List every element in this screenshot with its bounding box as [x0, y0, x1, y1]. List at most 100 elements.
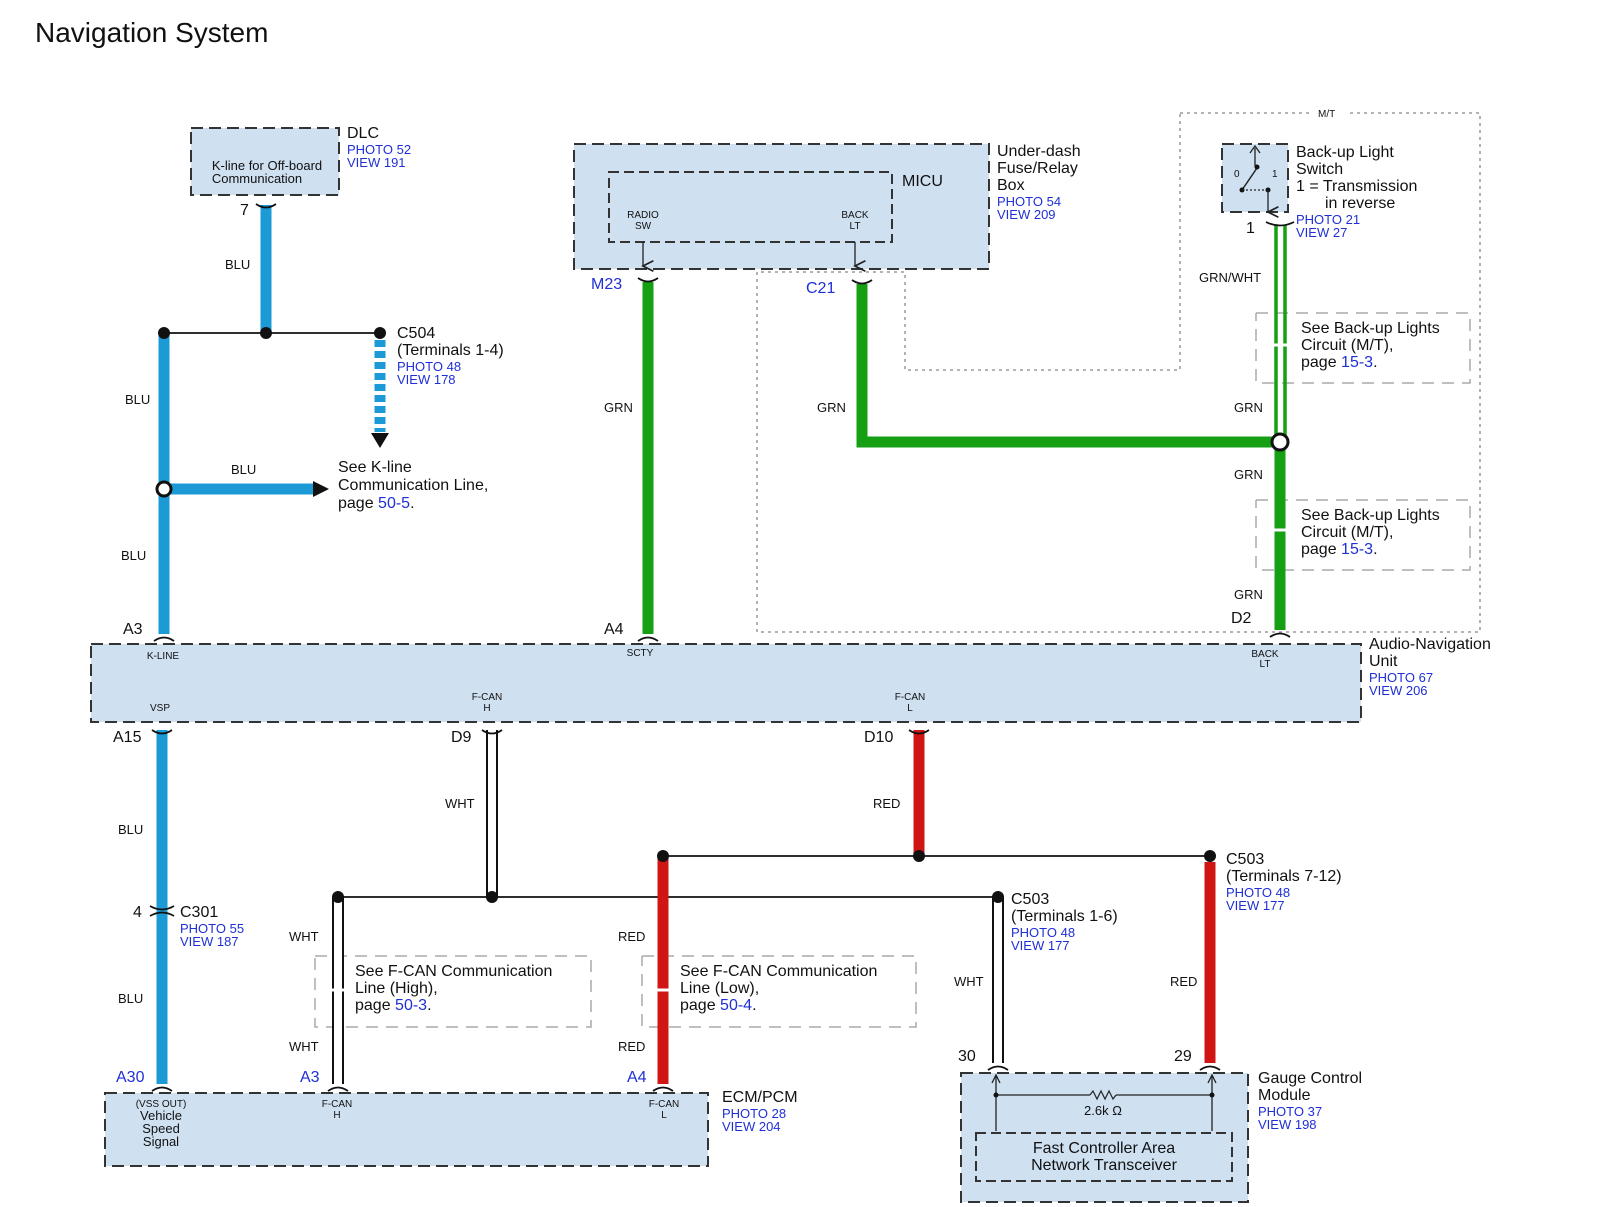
note-backup-2[interactable]: See Back-up Lights Circuit (M/T), page 1…	[1255, 499, 1471, 571]
ecm-photo-link[interactable]: PHOTO 28	[722, 1106, 786, 1121]
wire-grn-micu-back	[856, 284, 1280, 448]
note-fcanh-end: .	[427, 997, 431, 1014]
micu-radio-label-1: RADIO	[627, 210, 659, 221]
c301-connector[interactable]: C301 PHOTO 55 VIEW 187 4	[133, 904, 244, 949]
gauge-photo-link[interactable]: PHOTO 37	[1258, 1104, 1322, 1119]
anu-kline-terminal: K-LINE	[147, 651, 180, 662]
ecm-vss-2: Vehicle	[140, 1108, 182, 1123]
gauge-pin-29: 29	[1174, 1048, 1192, 1065]
splice-points	[155, 327, 1290, 903]
gauge-name-1: Gauge Control	[1258, 1070, 1362, 1087]
c301-view-link[interactable]: VIEW 187	[180, 934, 239, 949]
c503a-view-link[interactable]: VIEW 177	[1011, 938, 1070, 953]
switch-desc-2: in reverse	[1325, 195, 1395, 212]
anu-fcanl-terminal-1: F-CAN	[895, 692, 926, 703]
anu-backlt-terminal-2: LT	[1260, 659, 1271, 670]
c504-photo-link[interactable]: PHOTO 48	[397, 359, 461, 374]
note-backup1-page-link[interactable]: 15-3	[1341, 354, 1373, 371]
mt-dotted-region	[756, 112, 1481, 633]
switch-name-1: Back-up Light	[1296, 144, 1394, 161]
note-kline[interactable]: See K-line Communication Line, page 50-5…	[338, 459, 488, 512]
c503a-name: C503	[1011, 891, 1049, 908]
note-backup2-page-link[interactable]: 15-3	[1341, 541, 1373, 558]
page-title: Navigation System	[35, 17, 268, 48]
dlc-photo-link[interactable]: PHOTO 52	[347, 142, 411, 157]
svg-text:page 15-3.: page 15-3.	[1301, 541, 1378, 558]
label-grn-3: GRN	[1234, 400, 1263, 415]
label-wht-1: WHT	[445, 796, 475, 811]
anu-view-link[interactable]: VIEW 206	[1369, 683, 1428, 698]
note-kline-page-link[interactable]: 50-5	[378, 495, 410, 512]
note-wire-marks	[325, 343, 1290, 992]
anu-fcanh-terminal-2: H	[483, 703, 490, 714]
c503b-view-link[interactable]: VIEW 177	[1226, 898, 1285, 913]
underdash-view-link[interactable]: VIEW 209	[997, 207, 1056, 222]
micu-back-label-2: LT	[850, 221, 861, 232]
anu-pin-a3: A3	[123, 621, 143, 638]
note-kline-end: .	[410, 495, 414, 512]
note-backup1-line2: Circuit (M/T),	[1301, 337, 1393, 354]
switch-pin: 1	[1246, 220, 1255, 237]
note-fcan-low[interactable]: See F-CAN Communication Line (Low), page…	[641, 955, 917, 1028]
c504-view-link[interactable]: VIEW 178	[397, 372, 456, 387]
c301-photo-link[interactable]: PHOTO 55	[180, 921, 244, 936]
anu-fcanl-terminal-2: L	[907, 703, 913, 714]
c504-connector[interactable]: C504 (Terminals 1-4) PHOTO 48 VIEW 178	[397, 325, 504, 387]
c504-terms: (Terminals 1-4)	[397, 342, 504, 359]
anu-pin-d9: D9	[451, 729, 472, 746]
switch-photo-link[interactable]: PHOTO 21	[1296, 212, 1360, 227]
micu-back-label-1: BACK	[841, 210, 869, 221]
c503a-photo-link[interactable]: PHOTO 48	[1011, 925, 1075, 940]
dlc-component[interactable]: K-line for Off-board Communication DLC P…	[190, 125, 411, 219]
label-blu-4: BLU	[121, 548, 146, 563]
note-backup-1[interactable]: See Back-up Lights Circuit (M/T), page 1…	[1255, 312, 1471, 384]
label-grnwht: GRN/WHT	[1199, 270, 1261, 285]
c301-name: C301	[180, 904, 218, 921]
note-fcanh-page-prefix: page	[355, 997, 395, 1014]
switch-pos-1: 1	[1272, 169, 1278, 180]
backup-light-switch[interactable]: 0 1 Back-up Light Switch 1 = Transmissio…	[1221, 143, 1417, 240]
ecm-pcm[interactable]: (VSS OUT) Vehicle Speed Signal F-CAN H F…	[104, 1069, 798, 1167]
can-transceiver-box	[975, 1132, 1233, 1182]
anu-name-1: Audio-Navigation	[1369, 636, 1491, 653]
connector-cups	[149, 203, 1295, 1092]
wires	[156, 205, 1287, 1084]
c503-connector-a[interactable]: C503 (Terminals 1-6) PHOTO 48 VIEW 177	[1011, 891, 1118, 953]
label-wht-4: WHT	[954, 974, 984, 989]
label-blu-2: BLU	[125, 392, 150, 407]
dlc-pin: 7	[240, 202, 249, 219]
note-fcanl-page-prefix: page	[680, 997, 720, 1014]
note-fcanh-line2: Line (High),	[355, 980, 438, 997]
anu-scty-terminal: SCTY	[627, 648, 654, 659]
ecm-name: ECM/PCM	[722, 1089, 798, 1106]
c503a-terms: (Terminals 1-6)	[1011, 908, 1118, 925]
note-kline-line2: Communication Line,	[338, 477, 488, 494]
gauge-transceiver-1: Fast Controller Area	[1033, 1140, 1175, 1157]
gauge-view-link[interactable]: VIEW 198	[1258, 1117, 1317, 1132]
note-fcanl-end: .	[752, 997, 756, 1014]
ecm-view-link[interactable]: VIEW 204	[722, 1119, 781, 1134]
gauge-control-module[interactable]: 2.6k Ω Fast Controller Area Network Tran…	[958, 1048, 1362, 1203]
label-blu-3: BLU	[231, 462, 256, 477]
underdash-photo-link[interactable]: PHOTO 54	[997, 194, 1061, 209]
label-red-1: RED	[873, 796, 900, 811]
dlc-view-link[interactable]: VIEW 191	[347, 155, 406, 170]
label-grn-2: GRN	[817, 400, 846, 415]
switch-view-link[interactable]: VIEW 27	[1296, 225, 1347, 240]
dlc-desc-2: Communication	[212, 171, 302, 186]
gauge-name-2: Module	[1258, 1087, 1311, 1104]
c503b-photo-link[interactable]: PHOTO 48	[1226, 885, 1290, 900]
underdash-fuse-box[interactable]: MICU RADIO SW BACK LT Under-dash Fuse/Re…	[573, 143, 1081, 297]
audio-navigation-unit[interactable]: K-LINE SCTY BACK LT VSP F-CAN H F-CAN L …	[90, 610, 1491, 746]
c504-arrow-icon	[371, 433, 389, 448]
ecm-fcanl-2: L	[661, 1110, 667, 1121]
gauge-resistor-value: 2.6k Ω	[1084, 1103, 1122, 1118]
note-fcanl-page-link[interactable]: 50-4	[720, 997, 752, 1014]
anu-photo-link[interactable]: PHOTO 67	[1369, 670, 1433, 685]
c503-connector-b[interactable]: C503 (Terminals 7-12) PHOTO 48 VIEW 177	[1226, 851, 1342, 913]
anu-pin-d10: D10	[864, 729, 893, 746]
svg-text:page 50-5.: page 50-5.	[338, 495, 415, 512]
note-fcan-high[interactable]: See F-CAN Communication Line (High), pag…	[314, 955, 592, 1028]
note-fcanh-page-link[interactable]: 50-3	[395, 997, 427, 1014]
